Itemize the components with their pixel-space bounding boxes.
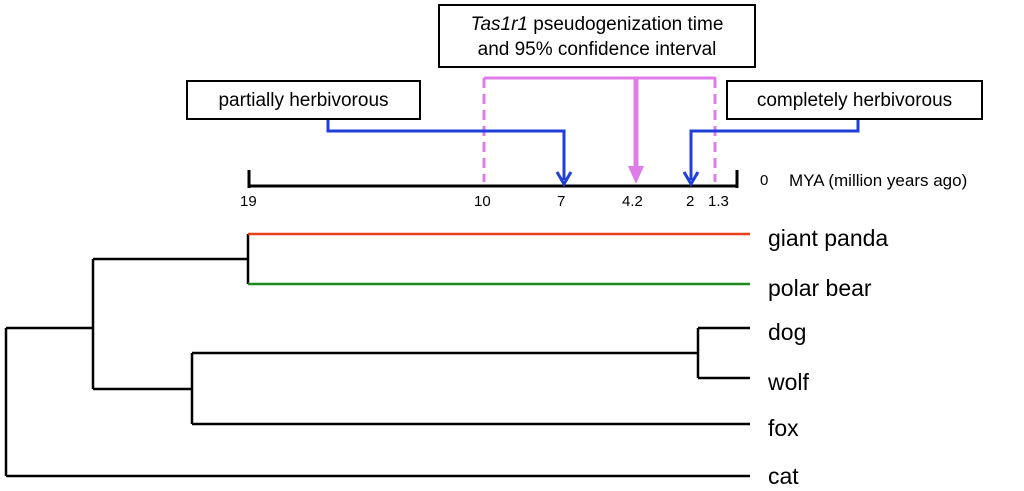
partial-herbivory-arrow xyxy=(326,116,573,187)
completely-herbivorous-box: completely herbivorous xyxy=(726,80,983,120)
tick-label-0: 0 xyxy=(760,172,768,189)
tick-label-10: 10 xyxy=(474,193,491,210)
tick-label-1-3: 1.3 xyxy=(708,193,729,210)
completely-herbivorous-label: completely herbivorous xyxy=(756,90,953,111)
phylogenetic-tree xyxy=(4,232,750,478)
title-line-2: and 95% confidence interval xyxy=(477,39,717,60)
partially-herbivorous-box: partially herbivorous xyxy=(186,80,421,120)
complete-herbivory-arrow xyxy=(682,116,860,187)
axis-unit-label: MYA (million years ago) xyxy=(789,171,967,190)
pseudogenization-arrow-head xyxy=(628,166,644,184)
gene-name: Tas1r1 xyxy=(470,14,528,35)
title-line-1: Tas1r1 pseudogenization time xyxy=(440,12,754,37)
partially-herbivorous-label: partially herbivorous xyxy=(218,90,389,111)
tick-label-19: 19 xyxy=(240,193,257,210)
pseudogenization-title-box: Tas1r1 pseudogenization time and 95% con… xyxy=(438,4,756,68)
taxon-label-polar-bear: polar bear xyxy=(768,275,872,301)
time-axis: 19 10 7 4.2 2 1.3 0 MYA (million years a… xyxy=(240,170,967,210)
title-line-1-rest: pseudogenization time xyxy=(527,14,724,35)
taxon-labels: giant panda polar bear dog wolf fox cat xyxy=(767,225,888,489)
tick-label-7: 7 xyxy=(557,193,565,210)
taxon-label-giant-panda: giant panda xyxy=(768,225,888,251)
taxon-label-fox: fox xyxy=(768,415,799,441)
taxon-label-dog: dog xyxy=(768,319,806,345)
tick-label-2: 2 xyxy=(686,193,694,210)
taxon-label-wolf: wolf xyxy=(767,369,810,395)
tick-label-4-2: 4.2 xyxy=(622,193,643,210)
taxon-label-cat: cat xyxy=(768,463,799,486)
